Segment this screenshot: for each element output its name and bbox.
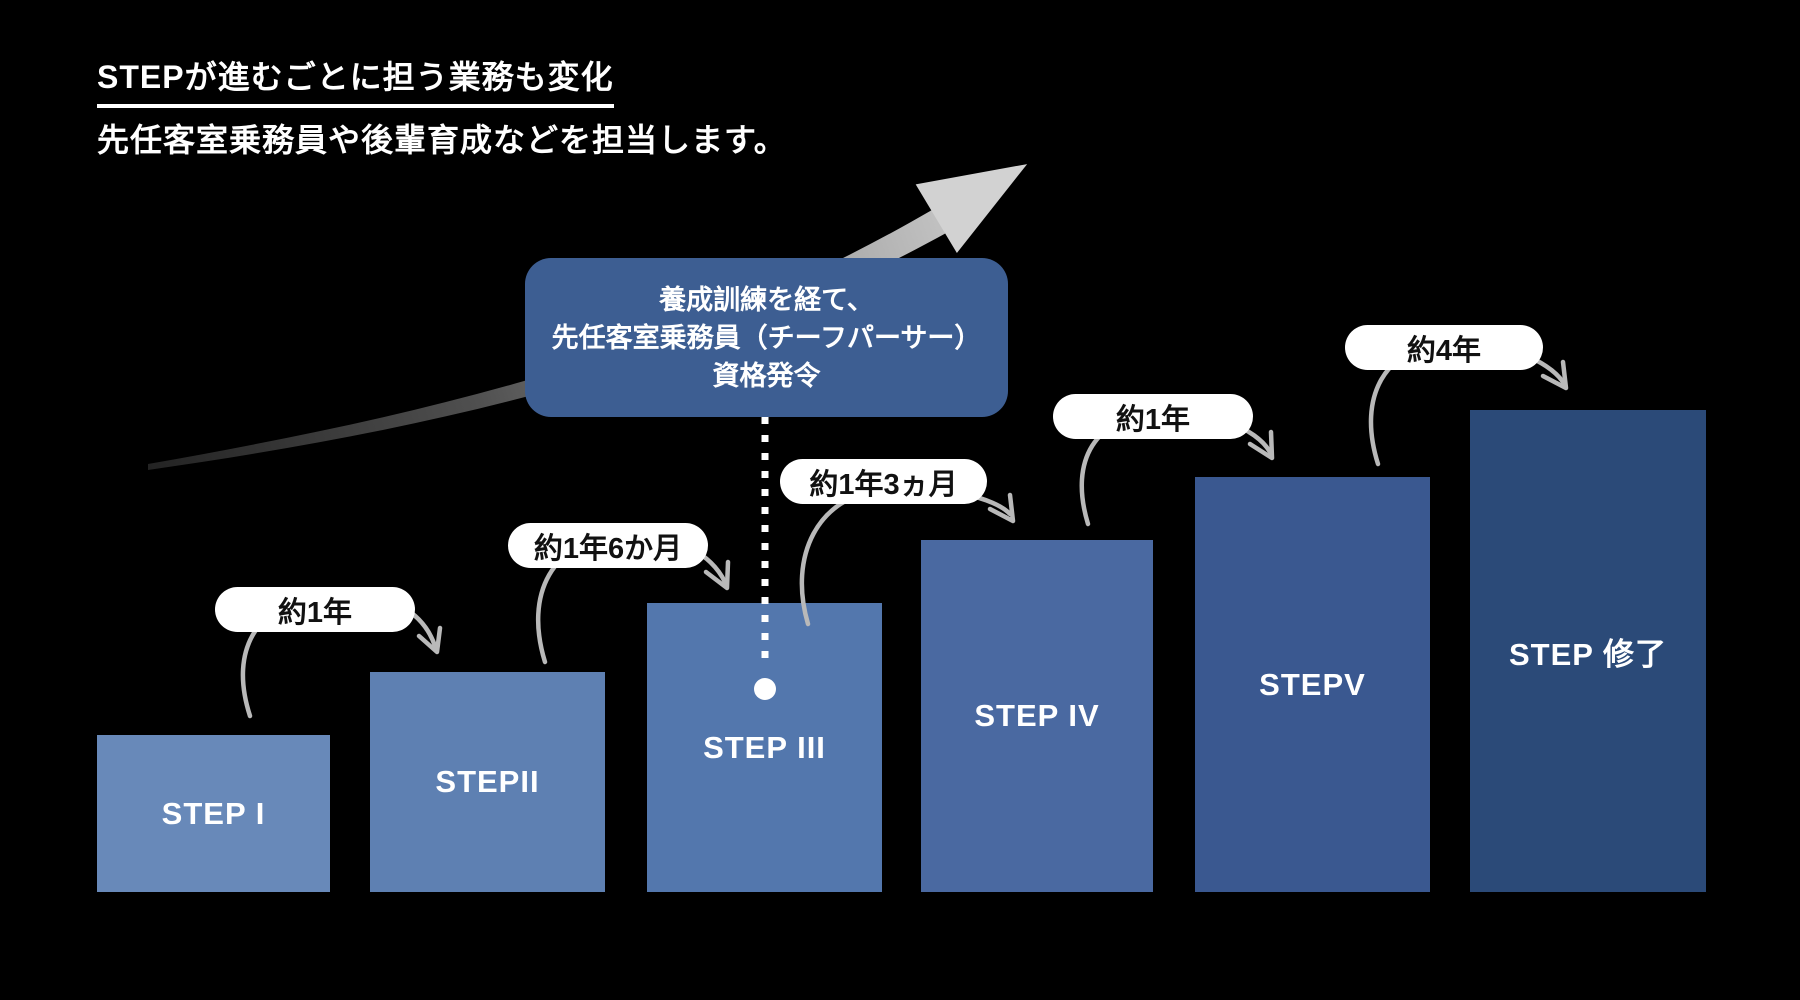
step-bar-3-label: STEP III (703, 729, 826, 765)
callout-line-3: 資格発令 (712, 360, 821, 391)
duration-pill-2: 約1年6か月 (508, 523, 708, 568)
step-bar-5: STEPV (1195, 477, 1430, 892)
duration-pill-1: 約1年 (215, 587, 415, 632)
connector-arrow-3-head (987, 492, 1016, 524)
step-bar-4: STEP IV (921, 540, 1153, 892)
connector-arrow-5-head (1540, 359, 1569, 391)
connector-arrow-1-head (416, 625, 443, 655)
connector-arrow-4-head (1247, 429, 1275, 461)
callout-line-1: 養成訓練を経て、 (659, 284, 874, 315)
connector-arrow-2-head (703, 559, 731, 591)
qualification-callout: 養成訓練を経て、 先任客室乗務員（チーフパーサー） 資格発令 (525, 258, 1008, 417)
duration-pill-4: 約1年 (1053, 394, 1253, 439)
step-bar-5-label: STEPV (1259, 666, 1366, 702)
step-bar-6-label: STEP 修了 (1508, 636, 1668, 672)
title-line-1: STEPが進むごとに担う業務も変化 (97, 59, 614, 109)
step-bar-2-label: STEPII (435, 764, 540, 799)
page-title: STEPが進むごとに担う業務も変化 先任客室乗務員や後輩育成などを担当します。 (97, 59, 787, 159)
growth-arrow-head (915, 164, 1028, 253)
step-bar-1-label: STEP I (161, 795, 266, 831)
duration-pill-3: 約1年3ヵ月 (780, 459, 987, 504)
step-bar-3: STEP III (647, 603, 882, 892)
step-bar-1: STEP I (97, 735, 330, 892)
step-bar-2: STEPII (370, 672, 605, 892)
step-bar-4-label: STEP IV (974, 698, 1100, 733)
callout-line-2: 先任客室乗務員（チーフパーサー） (551, 322, 982, 353)
duration-pill-5: 約4年 (1345, 325, 1543, 370)
step-bar-6: STEP 修了 (1470, 410, 1706, 892)
title-line-2: 先任客室乗務員や後輩育成などを担当します。 (97, 122, 787, 159)
